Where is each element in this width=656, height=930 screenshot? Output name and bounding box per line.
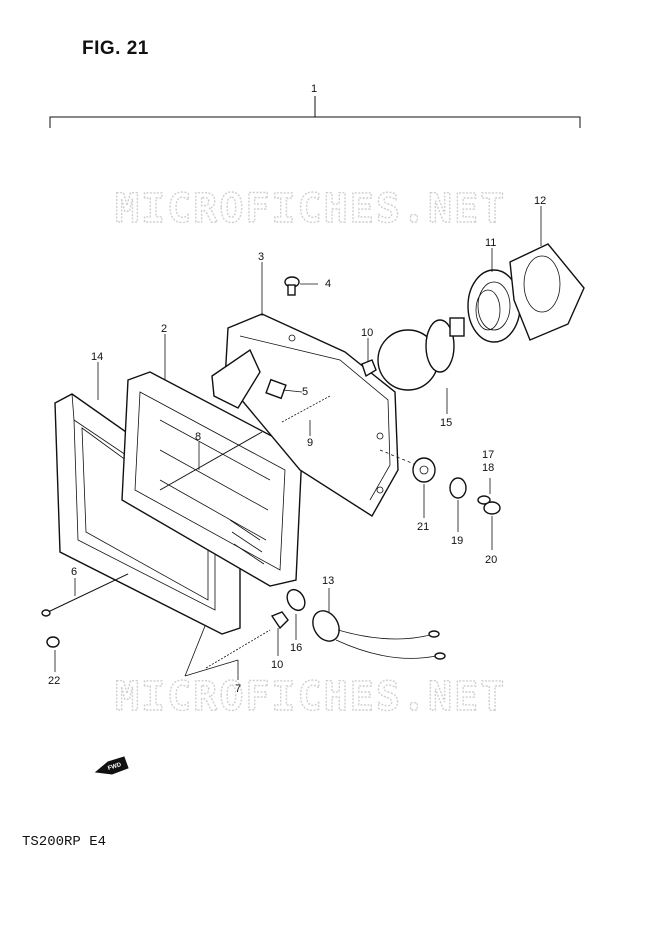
callout-2: 2 xyxy=(161,323,167,335)
callout-4: 4 xyxy=(325,278,331,290)
callout-1: 1 xyxy=(311,83,317,95)
spring xyxy=(205,629,271,669)
callout-21: 21 xyxy=(417,521,429,533)
small-nut xyxy=(46,636,60,648)
screw xyxy=(284,276,300,296)
callout-16: 16 xyxy=(290,642,302,654)
callout-14: 14 xyxy=(91,351,103,363)
bolt-assembly xyxy=(477,495,501,515)
position-bulb xyxy=(286,588,306,612)
callout-10-lower: 10 xyxy=(271,659,283,671)
watermark-bottom: MICROFICHES.NET xyxy=(115,674,506,720)
model-code: TS200RP E4 xyxy=(22,834,107,850)
adjusting-screw xyxy=(159,431,263,491)
assembly-bracket xyxy=(49,96,581,128)
headlight-housing xyxy=(211,313,399,517)
nut-upper xyxy=(361,359,377,378)
collar xyxy=(449,477,467,499)
fwd-arrow-icon: FWD xyxy=(94,756,129,775)
callout-10-upper: 10 xyxy=(361,327,373,339)
callout-12: 12 xyxy=(534,195,546,207)
leader-lines xyxy=(54,206,542,680)
callout-numbers: 1 2 3 4 5 6 7 8 9 10 10 11 12 13 14 15 1… xyxy=(48,83,546,695)
callout-22: 22 xyxy=(48,675,60,687)
callout-17: 17 xyxy=(482,449,494,461)
nut-lower xyxy=(270,611,289,630)
grommet xyxy=(412,457,436,483)
callout-7: 7 xyxy=(235,683,241,695)
callout-5: 5 xyxy=(302,386,308,398)
callout-9: 9 xyxy=(307,437,313,449)
callout-3: 3 xyxy=(258,251,264,263)
bulb-retainer xyxy=(467,269,521,343)
callout-6: 6 xyxy=(71,566,77,578)
long-screw xyxy=(41,573,129,617)
nut xyxy=(265,378,287,400)
callout-18: 18 xyxy=(482,462,494,474)
callout-13: 13 xyxy=(322,575,334,587)
callout-20: 20 xyxy=(485,554,497,566)
fwd-label: FWD xyxy=(107,762,122,772)
bulb-socket xyxy=(312,610,446,660)
watermark-top: MICROFICHES.NET xyxy=(115,186,506,232)
headlight-unit xyxy=(121,371,303,587)
callout-11: 11 xyxy=(485,237,496,249)
callout-15: 15 xyxy=(440,417,452,429)
callout-8: 8 xyxy=(195,431,201,443)
figure-title: FIG. 21 xyxy=(82,38,149,59)
callout-19: 19 xyxy=(451,535,463,547)
headlight-bulb xyxy=(377,317,465,391)
rubber-cover xyxy=(509,243,585,341)
